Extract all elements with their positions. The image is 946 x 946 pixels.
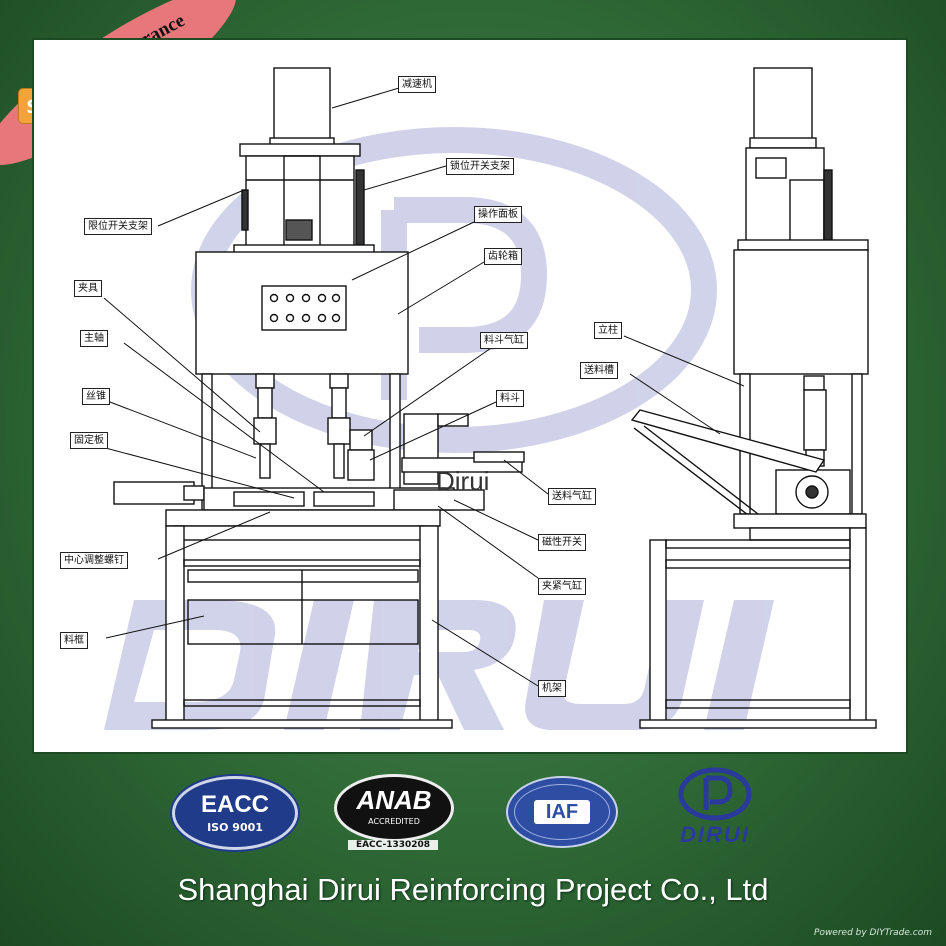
label-machine-frame: 机架 xyxy=(538,680,566,697)
iaf-ring xyxy=(514,784,610,840)
label-spindle: 主轴 xyxy=(80,330,108,347)
anab-subtitle: ACCREDITED xyxy=(368,817,420,826)
label-clamp: 夹具 xyxy=(74,280,102,297)
label-feed-cylinder: 送料气缸 xyxy=(548,488,596,505)
label-column: 立柱 xyxy=(594,322,622,339)
label-material-frame: 料框 xyxy=(60,632,88,649)
eacc-iso9001-logo: EACC ISO 9001 xyxy=(172,776,298,850)
anab-title: ANAB xyxy=(356,785,432,815)
label-center-adjust-screw: 中心调整螺钉 xyxy=(60,552,128,569)
anab-logo: ANAB ACCREDITED xyxy=(334,774,454,842)
label-fixed-plate: 固定板 xyxy=(70,432,108,449)
dirui-logo-mark xyxy=(678,767,752,821)
company-name: Shanghai Dirui Reinforcing Project Co., … xyxy=(177,872,769,907)
label-reducer: 减速机 xyxy=(398,76,436,93)
label-limit-switch-bracket-left: 限位开关支架 xyxy=(84,218,152,235)
label-clamp-cylinder: 夹紧气缸 xyxy=(538,578,586,595)
dirui-watermark-text: Dirui xyxy=(436,466,490,496)
side-view xyxy=(630,67,877,729)
leader-lines xyxy=(97,87,745,687)
label-limit-switch-bracket-top: 锁位开关支架 xyxy=(446,158,514,175)
iaf-logo: IAF xyxy=(506,776,618,848)
label-hopper: 料斗 xyxy=(496,390,524,407)
anab-code: EACC-1330208 xyxy=(348,840,438,850)
dirui-watermark-letters xyxy=(104,600,774,730)
dirui-title: DIRUI xyxy=(680,822,750,847)
eacc-title: EACC xyxy=(200,791,269,818)
machine-drawing-panel: Dirui 减速机 锁位开关支架 限位开关支架 操作面板 齿轮箱 夹具 主轴 料… xyxy=(32,38,908,754)
dirui-logo: DIRUI xyxy=(660,764,770,850)
label-gearbox: 齿轮箱 xyxy=(484,248,522,265)
machine-drawing xyxy=(97,67,877,730)
eacc-subtitle: ISO 9001 xyxy=(207,821,263,834)
label-control-panel: 操作面板 xyxy=(474,206,522,223)
label-tap: 丝锥 xyxy=(82,388,110,405)
label-hopper-cylinder: 料斗气缸 xyxy=(480,332,528,349)
label-magnetic-switch: 磁性开关 xyxy=(538,534,586,551)
iaf-title: IAF xyxy=(534,800,590,824)
front-view xyxy=(113,67,525,729)
label-feed-chute: 送料槽 xyxy=(580,362,618,379)
site-credit: Powered by DIYTrade.com xyxy=(814,928,932,938)
